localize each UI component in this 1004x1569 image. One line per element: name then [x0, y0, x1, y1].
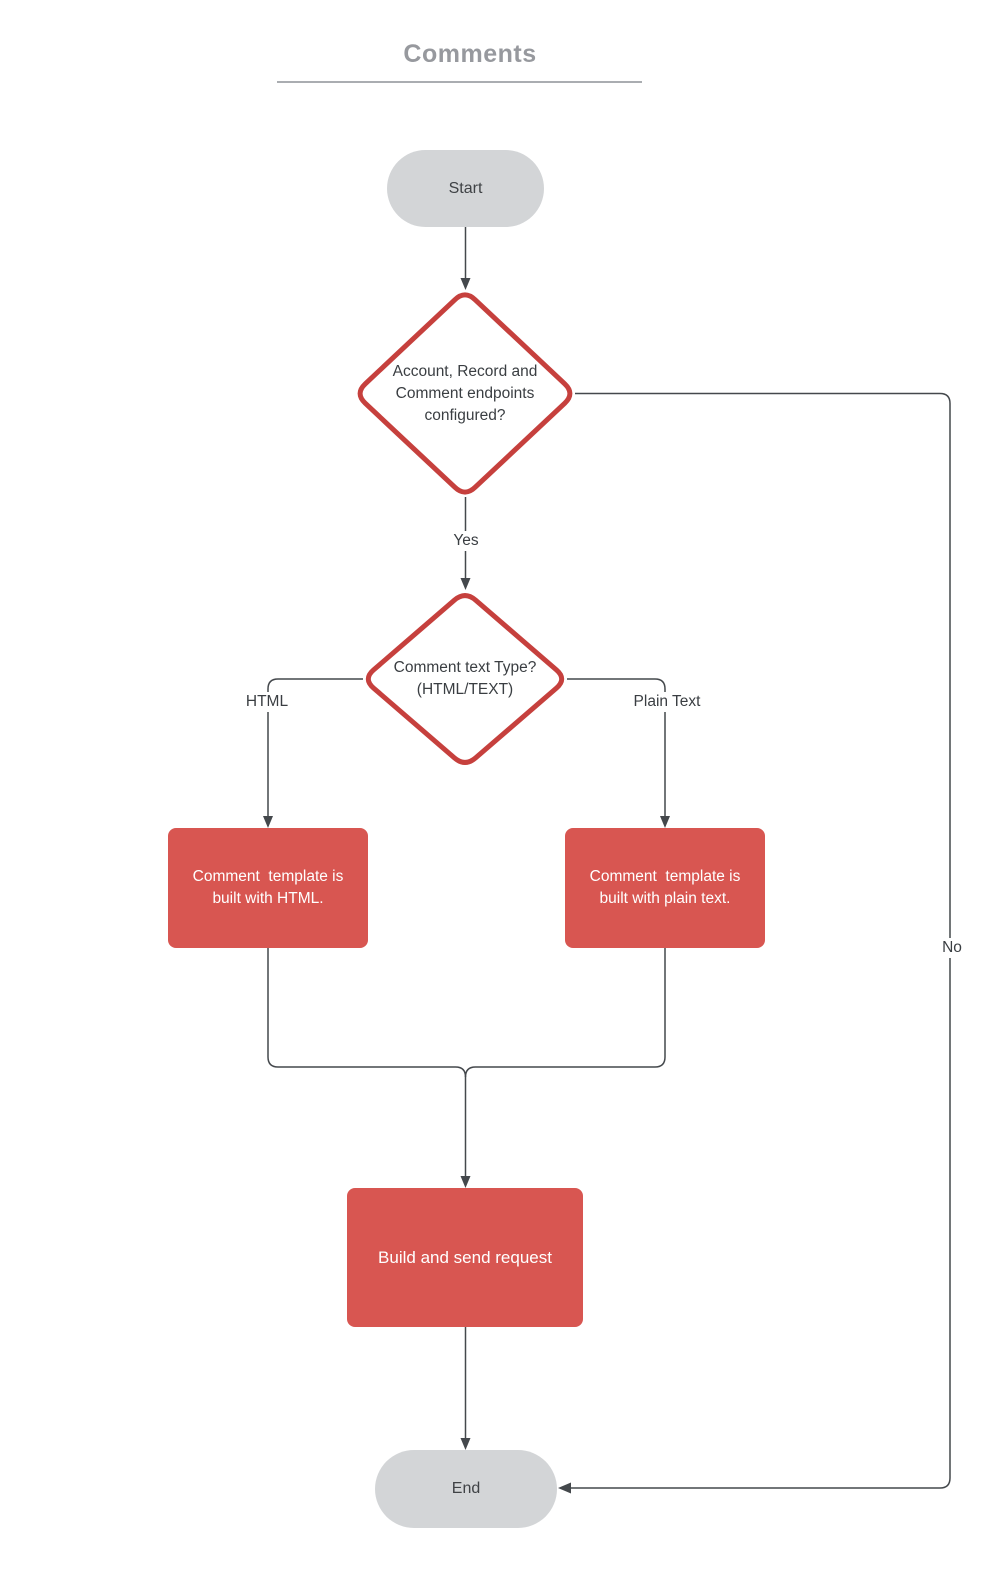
edge-label-plain-text: Plain Text: [629, 692, 705, 712]
arrowhead-into-html-box: [263, 816, 273, 828]
connector-merge-right: [464, 948, 666, 1078]
connector-merge-left: [267, 948, 467, 1078]
start-node[interactable]: Start: [387, 150, 544, 227]
arrowhead-into-decision1: [460, 278, 471, 290]
decision-endpoints-shape[interactable]: [357, 292, 573, 495]
arrowhead-into-build-box: [460, 1176, 471, 1188]
connector-branch-plain: [567, 678, 666, 817]
end-node[interactable]: End: [375, 1450, 557, 1528]
process-html-template-node[interactable]: Comment template is built with HTML.: [168, 828, 368, 948]
arrowhead-into-plain-box: [660, 816, 670, 828]
edge-label-no: No: [938, 938, 966, 958]
edge-label-html: HTML: [241, 692, 293, 712]
process-build-send-request-node[interactable]: Build and send request: [347, 1188, 583, 1327]
arrowhead-into-decision2: [460, 578, 471, 590]
edge-label-yes: Yes: [449, 531, 483, 551]
page-title: Comments: [403, 40, 537, 68]
arrowhead-into-end-top: [460, 1438, 471, 1450]
arrowhead-into-end-right: [558, 1482, 571, 1494]
process-plain-text-template-node[interactable]: Comment template is built with plain tex…: [565, 828, 765, 948]
decision-comment-type-label: Comment text Type? (HTML/TEXT): [393, 659, 537, 698]
connector-branch-html: [267, 678, 363, 817]
title-underline: [277, 81, 642, 83]
decision-endpoints-label: Account, Record and Comment endpoints co…: [392, 363, 538, 424]
decision-comment-type-shape[interactable]: [365, 593, 565, 765]
